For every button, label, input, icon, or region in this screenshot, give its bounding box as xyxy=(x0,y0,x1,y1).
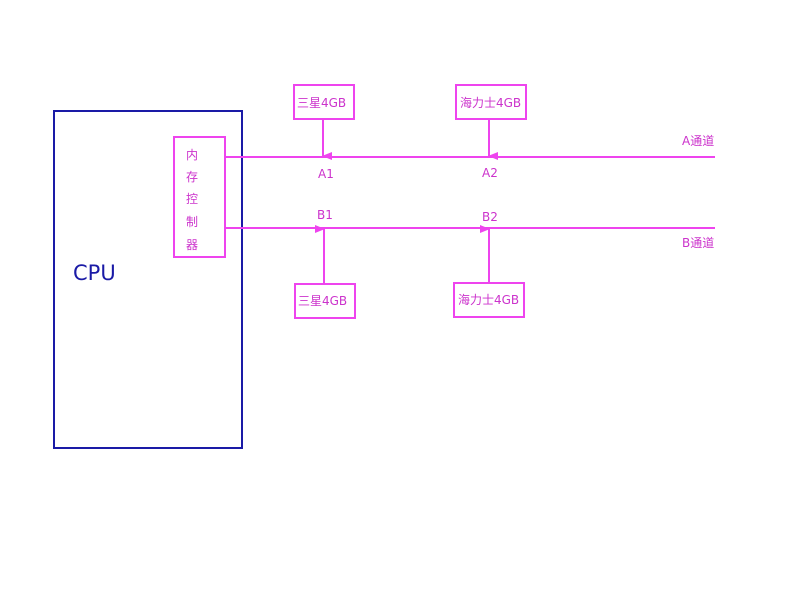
slot-label-a1: A1 xyxy=(318,167,334,181)
cpu-box xyxy=(53,110,243,449)
memory-controller-char: 制 xyxy=(186,215,198,229)
module-label-a1: 三星4GB xyxy=(297,96,346,110)
slot-label-a2: A2 xyxy=(482,166,498,180)
slot-label-b2: B2 xyxy=(482,210,498,224)
module-label-b1: 三星4GB xyxy=(298,294,347,308)
channel-b-label: B通道 xyxy=(682,236,714,250)
channel-a-label: A通道 xyxy=(682,134,714,148)
cpu-label: CPU xyxy=(73,261,116,285)
memory-controller-char: 内 xyxy=(186,148,198,162)
memory-controller-char: 控 xyxy=(186,192,198,206)
memory-controller-box xyxy=(173,136,226,258)
slot-label-b1: B1 xyxy=(317,208,333,222)
module-box-a2 xyxy=(455,84,527,120)
module-box-b2 xyxy=(453,282,525,318)
memory-controller-char: 器 xyxy=(186,238,198,252)
memory-controller-char: 存 xyxy=(186,170,198,184)
module-label-b2: 海力士4GB xyxy=(458,292,519,307)
module-label-a2: 海力士4GB xyxy=(460,95,521,110)
module-box-b1 xyxy=(294,283,356,319)
